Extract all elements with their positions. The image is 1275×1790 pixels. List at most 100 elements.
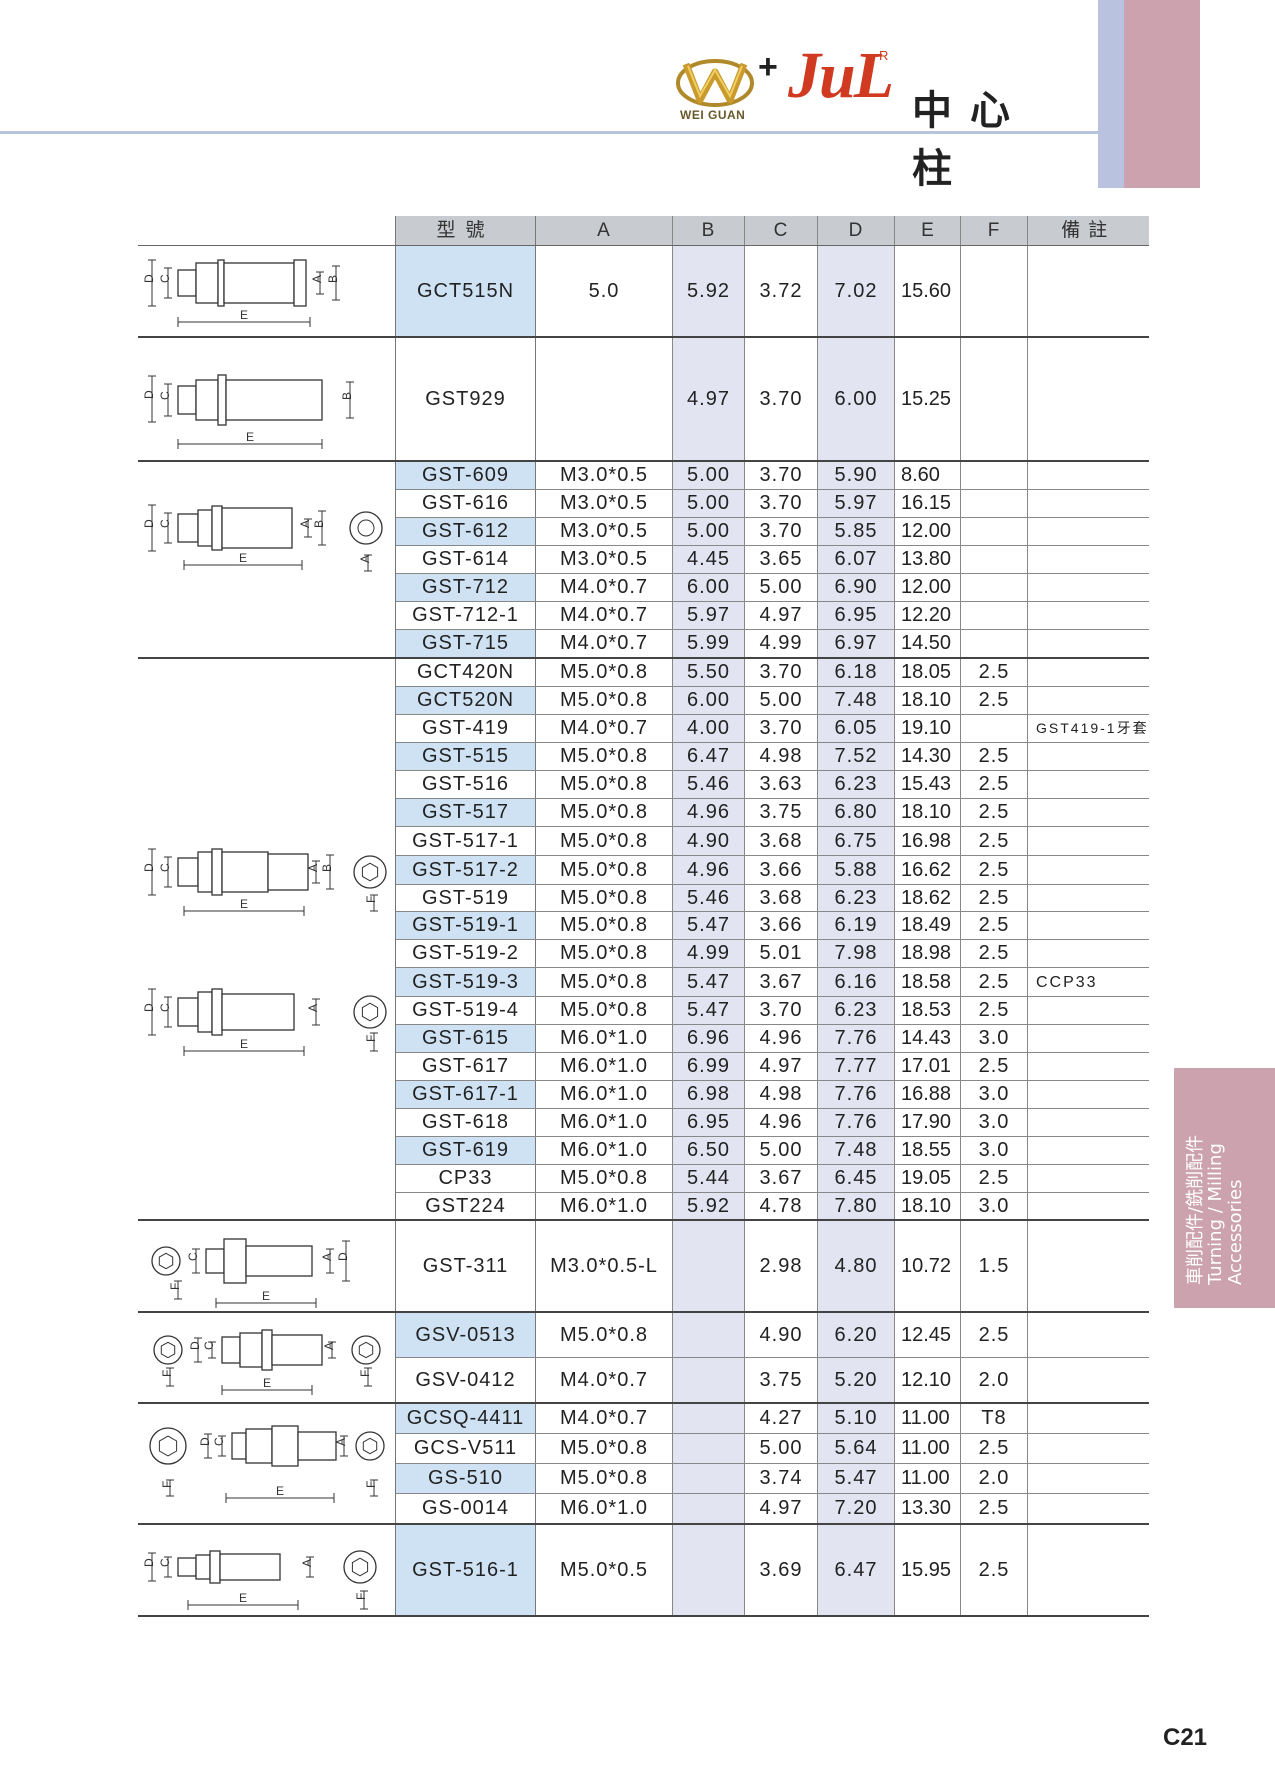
model-cell: GST-616 bbox=[395, 489, 536, 518]
cell-a: M6.0*1.0 bbox=[535, 1024, 673, 1053]
cell-c: 3.70 bbox=[744, 996, 818, 1025]
cell-e: 18.55 bbox=[894, 1136, 961, 1165]
cell-d: 6.23 bbox=[817, 770, 895, 799]
svg-text:F: F bbox=[364, 895, 378, 903]
cell-d: 5.20 bbox=[817, 1357, 895, 1404]
cell-note bbox=[1027, 1192, 1149, 1221]
cell-d: 7.76 bbox=[817, 1080, 895, 1109]
cell-c: 4.98 bbox=[744, 742, 818, 771]
cell-b: 5.99 bbox=[672, 629, 745, 659]
cell-note bbox=[1027, 1108, 1149, 1137]
svg-text:B: B bbox=[326, 274, 340, 283]
cell-a: M3.0*0.5-L bbox=[535, 1220, 673, 1313]
cell-f: 2.5 bbox=[960, 1493, 1028, 1525]
header-b: B bbox=[672, 216, 745, 246]
model-cell: GST-516 bbox=[395, 770, 536, 799]
model-cell: GST-519-1 bbox=[395, 911, 536, 940]
cell-e: 18.10 bbox=[894, 1192, 961, 1221]
svg-text:B: B bbox=[312, 519, 326, 528]
logo-subtitle: WEI GUAN bbox=[680, 108, 746, 122]
svg-text:B: B bbox=[340, 391, 354, 400]
cell-d: 5.85 bbox=[817, 517, 895, 546]
header-color-bar bbox=[1098, 0, 1124, 188]
cell-d: 6.16 bbox=[817, 967, 895, 997]
cell-b: 5.46 bbox=[672, 770, 745, 799]
model-cell: GST-515 bbox=[395, 742, 536, 771]
cell-b: 5.00 bbox=[672, 489, 745, 518]
cell-e: 15.25 bbox=[894, 337, 961, 462]
cell-d: 4.80 bbox=[817, 1220, 895, 1313]
cell-c: 5.00 bbox=[744, 1433, 818, 1464]
cell-note bbox=[1027, 911, 1149, 940]
cell-e: 12.00 bbox=[894, 517, 961, 546]
cell-c: 3.72 bbox=[744, 245, 818, 338]
cell-b: 4.96 bbox=[672, 855, 745, 885]
cell-f: 2.5 bbox=[960, 1433, 1028, 1464]
svg-text:D: D bbox=[336, 1251, 350, 1261]
header-color-bar-accent bbox=[1124, 0, 1200, 188]
cell-f: 2.5 bbox=[960, 798, 1028, 827]
cell-a: M5.0*0.8 bbox=[535, 1164, 673, 1193]
cell-e: 17.90 bbox=[894, 1108, 961, 1137]
cell-e: 16.98 bbox=[894, 826, 961, 856]
cell-f bbox=[960, 489, 1028, 518]
cell-f bbox=[960, 461, 1028, 490]
cell-note bbox=[1027, 573, 1149, 602]
cell-d: 7.20 bbox=[817, 1493, 895, 1525]
cell-f: 2.5 bbox=[960, 686, 1028, 715]
cell-f: 2.5 bbox=[960, 742, 1028, 771]
cell-a: M5.0*0.8 bbox=[535, 686, 673, 715]
cell-c: 3.68 bbox=[744, 826, 818, 856]
cell-note bbox=[1027, 742, 1149, 771]
cell-c: 5.00 bbox=[744, 686, 818, 715]
cell-b: 6.00 bbox=[672, 573, 745, 602]
cell-e: 11.00 bbox=[894, 1463, 961, 1494]
cell-e: 19.10 bbox=[894, 714, 961, 743]
svg-text:D: D bbox=[142, 1002, 156, 1012]
model-cell: GST-519-4 bbox=[395, 996, 536, 1025]
cell-c: 4.98 bbox=[744, 1080, 818, 1109]
cell-note bbox=[1027, 1052, 1149, 1081]
cell-c: 3.74 bbox=[744, 1463, 818, 1494]
cell-e: 8.60 bbox=[894, 461, 961, 490]
cell-f bbox=[960, 517, 1028, 546]
cell-a: 5.0 bbox=[535, 245, 673, 338]
cell-d: 7.77 bbox=[817, 1052, 895, 1081]
cell-b: 5.47 bbox=[672, 996, 745, 1025]
cell-e: 12.45 bbox=[894, 1312, 961, 1358]
side-label-en-1: Turning / Milling bbox=[1205, 1143, 1226, 1285]
cell-b bbox=[672, 1524, 745, 1617]
cell-note bbox=[1027, 629, 1149, 659]
cell-f: 2.0 bbox=[960, 1357, 1028, 1404]
cell-c: 3.69 bbox=[744, 1524, 818, 1617]
svg-text:F: F bbox=[364, 1479, 378, 1487]
cell-note: CCP33 bbox=[1027, 967, 1149, 997]
cell-b: 5.47 bbox=[672, 911, 745, 940]
cell-f: 2.5 bbox=[960, 770, 1028, 799]
cell-a: M4.0*0.7 bbox=[535, 1403, 673, 1434]
svg-text:C: C bbox=[186, 1251, 200, 1261]
cell-note bbox=[1027, 1220, 1149, 1313]
cell-c: 4.90 bbox=[744, 1312, 818, 1358]
cell-b: 4.97 bbox=[672, 337, 745, 462]
cell-f: 3.0 bbox=[960, 1080, 1028, 1109]
header-d: D bbox=[817, 216, 895, 246]
cell-a: M6.0*1.0 bbox=[535, 1493, 673, 1525]
cell-note bbox=[1027, 1433, 1149, 1464]
cell-c: 2.98 bbox=[744, 1220, 818, 1313]
cell-e: 18.53 bbox=[894, 996, 961, 1025]
cell-f bbox=[960, 601, 1028, 630]
